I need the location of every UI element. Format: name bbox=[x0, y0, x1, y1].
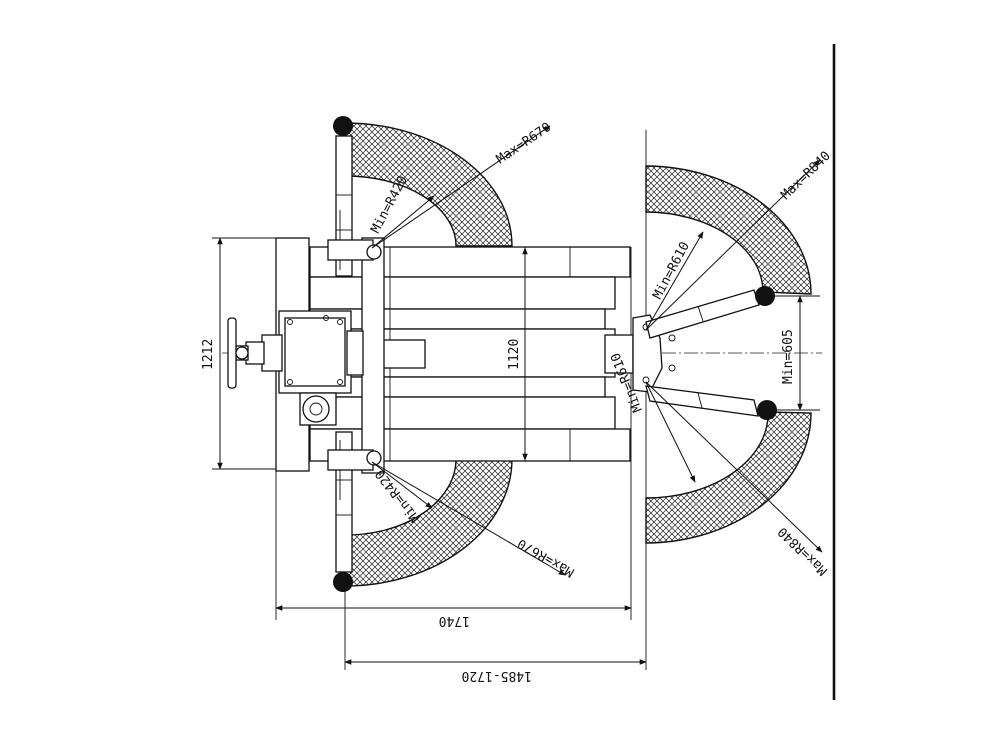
dimension-1212 bbox=[212, 237, 276, 470]
rear-arm-bottom bbox=[327, 431, 382, 592]
radius-leaders bbox=[371, 125, 823, 576]
label-max-r840-bottom: Max=R840 bbox=[775, 524, 830, 578]
lift-pad-icon bbox=[757, 400, 777, 420]
label-1740: 1740 bbox=[439, 613, 470, 628]
label-1212: 1212 bbox=[201, 339, 216, 370]
label-min-605: Min=605 bbox=[781, 329, 796, 384]
lift-pad-icon bbox=[755, 286, 775, 306]
power-unit bbox=[235, 310, 364, 394]
label-max-r670-top: Max=R670 bbox=[494, 120, 554, 167]
label-max-r840-top: Max=R840 bbox=[778, 149, 833, 203]
lift-pad-icon bbox=[333, 116, 353, 136]
label-1120: 1120 bbox=[507, 339, 522, 370]
lift-pad-icon bbox=[333, 572, 353, 592]
label-max-r670-bottom: Max=R670 bbox=[515, 535, 577, 579]
swing-zone-top-left bbox=[344, 122, 513, 247]
swing-zone-bottom-left bbox=[344, 458, 513, 587]
swing-zone-top-right bbox=[645, 165, 812, 295]
label-min-r420-top: Min=R420 bbox=[368, 174, 411, 236]
label-min-r610-top: Min=R610 bbox=[650, 240, 693, 302]
front-arm-swing-zones bbox=[645, 165, 812, 544]
front-arm-bottom bbox=[645, 385, 777, 420]
rear-arm-swing-zones bbox=[344, 122, 513, 587]
swing-zone-bottom-right bbox=[645, 411, 812, 544]
rear-arm-top bbox=[327, 116, 382, 277]
rear-cross-beam bbox=[361, 237, 385, 474]
label-1485-1720: 1485-1720 bbox=[462, 668, 532, 683]
front-arm-top bbox=[645, 286, 775, 339]
dimension-605 bbox=[770, 295, 820, 411]
gear-motor bbox=[299, 392, 337, 426]
handwheel-icon bbox=[227, 317, 249, 389]
